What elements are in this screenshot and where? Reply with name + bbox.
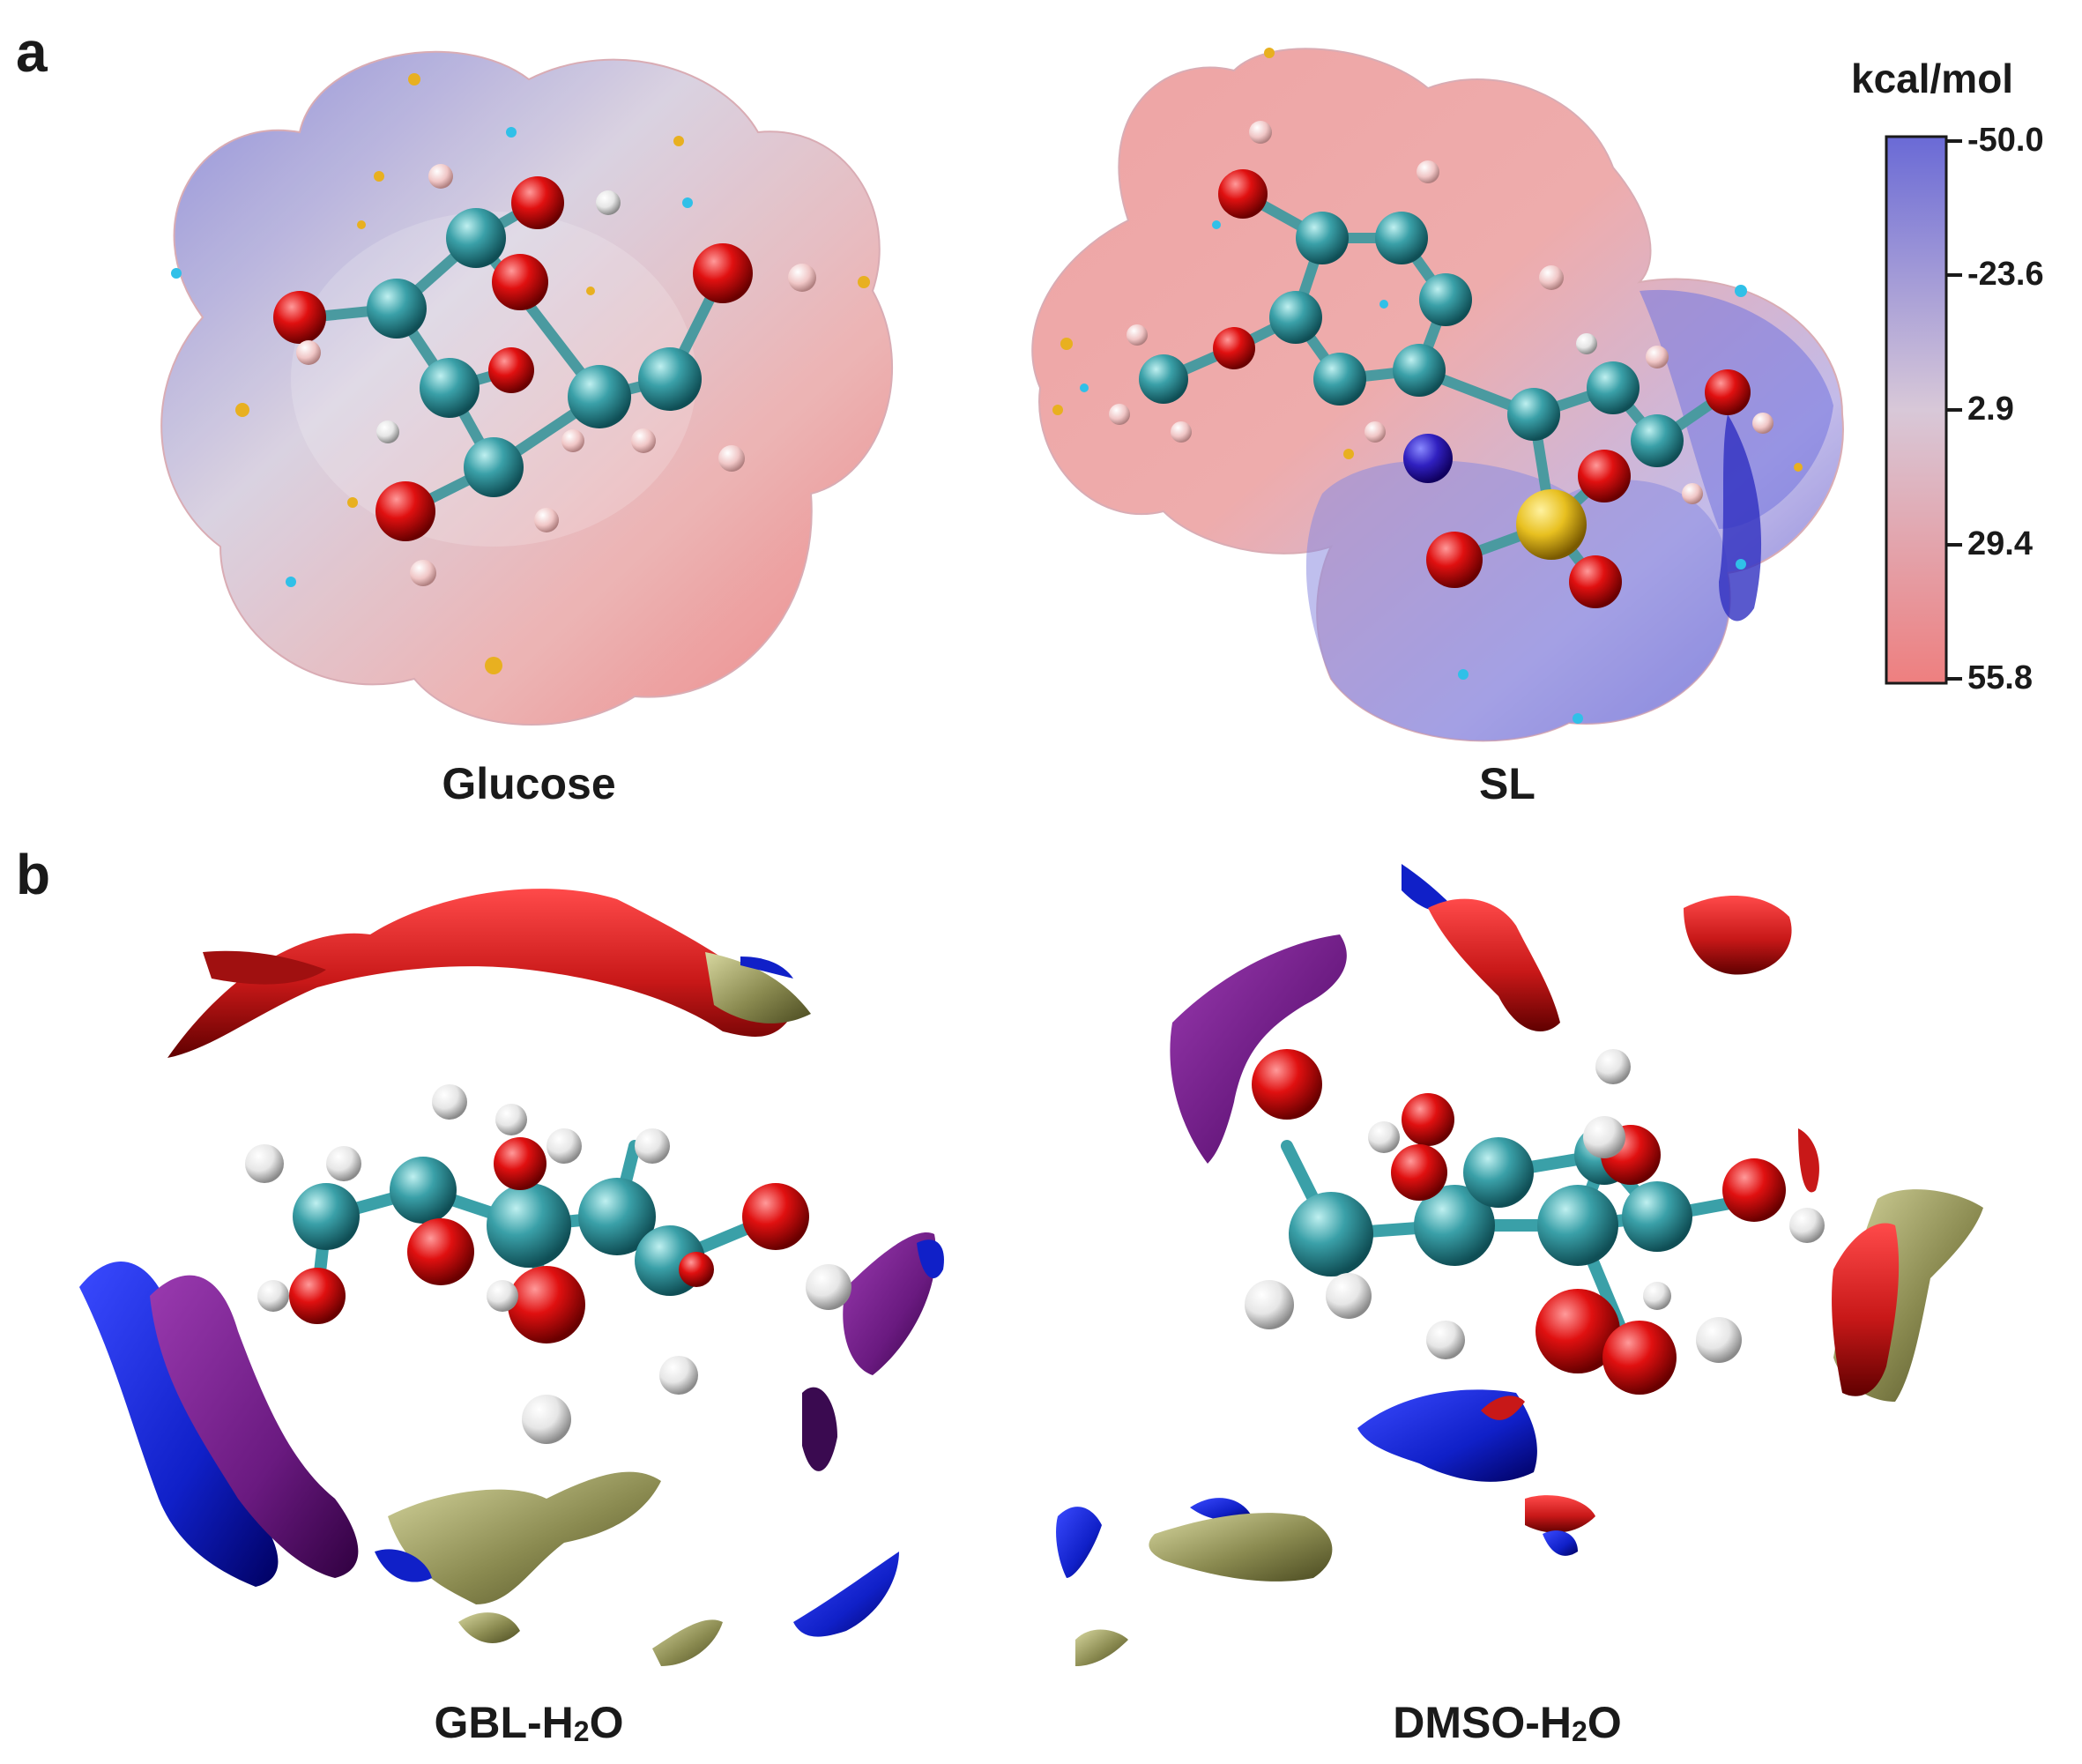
glucose-critical-points <box>171 73 870 674</box>
panel-letter-b: b <box>16 843 51 906</box>
dmso-h2o-label-main: DMSO-H <box>1393 1698 1573 1747</box>
glucose-label: Glucose <box>442 759 616 808</box>
dmso-glucose-atoms <box>1245 1049 1825 1395</box>
colorbar-tick-label: -50.0 <box>1967 122 2044 159</box>
glucose-atoms <box>273 164 816 586</box>
sl-esp-surface <box>1031 48 1844 742</box>
glucose-esp-surface <box>160 50 893 726</box>
dmso-h2o-label-sub: 2 <box>1572 1716 1588 1747</box>
gbl-h2o-label-main: GBL-H <box>434 1698 574 1747</box>
esp-colorbar <box>1885 135 1962 685</box>
colorbar-tick-label: 55.8 <box>1967 659 2033 696</box>
colorbar-tick-label: 29.4 <box>1967 525 2033 562</box>
dmso-h2o-label-tail: O <box>1587 1698 1622 1747</box>
sl-label: SL <box>1479 759 1535 808</box>
gbl-glucose-atoms <box>245 1084 851 1444</box>
colorbar-tick-label: -23.6 <box>1967 256 2044 293</box>
colorbar-title: kcal/mol <box>1851 56 2014 101</box>
colorbar-tick-label: 2.9 <box>1967 391 2014 428</box>
dmso-h2o-label: DMSO-H2O <box>1199 1697 1816 1748</box>
dmso-interaction-surfaces <box>1056 864 1983 1666</box>
sl-atoms <box>1109 121 1773 608</box>
sl-critical-points <box>1052 48 1803 724</box>
gbl-h2o-label-sub: 2 <box>573 1716 590 1747</box>
gbl-h2o-label-tail: O <box>589 1698 624 1747</box>
gbl-interaction-surfaces <box>79 889 944 1666</box>
gbl-h2o-label: GBL-H2O <box>220 1697 837 1748</box>
panel-letter-a: a <box>16 20 48 84</box>
